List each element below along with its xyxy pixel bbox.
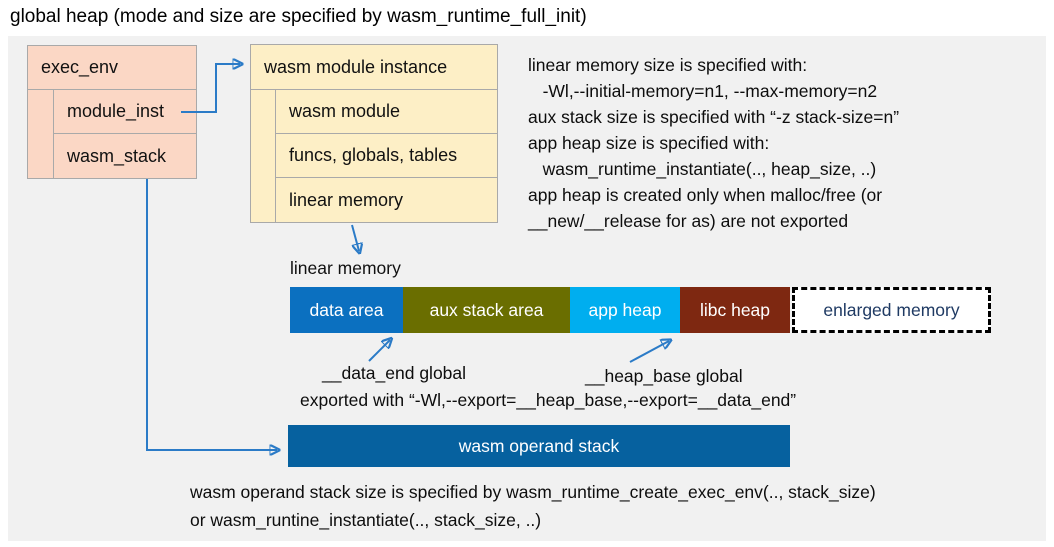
module-instance-rows: wasm module funcs, globals, tables linea… <box>275 90 497 222</box>
note-line: wasm_runtime_instantiate(.., heap_size, … <box>528 159 877 179</box>
segment-aux-stack-area: aux stack area <box>403 287 570 333</box>
note-line: app heap is created only when malloc/fre… <box>528 185 883 205</box>
diagram-title: global heap (mode and size are specified… <box>10 6 587 27</box>
data-end-global-label: __data_end global <box>322 363 467 383</box>
module-instance-header: wasm module instance <box>251 45 497 90</box>
linear-memory-label: linear memory <box>290 258 401 278</box>
segment-label: aux stack area <box>429 299 544 320</box>
wasm-operand-stack-bar: wasm operand stack <box>288 425 790 467</box>
module-instance-row-funcs-globals-tables: funcs, globals, tables <box>276 134 497 178</box>
note-line: or wasm_runtine_instantiate(.., stack_si… <box>190 510 542 530</box>
exported-with-label: exported with “-Wl,--export=__heap_base,… <box>300 390 797 410</box>
segment-label: enlarged memory <box>823 299 960 320</box>
exec-env-row-wasm-stack: wasm_stack <box>67 145 167 166</box>
linear-memory-bar: data area aux stack area app heap libc h… <box>290 287 991 333</box>
note-line: aux stack size is specified with “-z sta… <box>528 107 900 127</box>
segment-label: app heap <box>588 299 662 320</box>
exec-env-rows: module_inst wasm_stack <box>53 90 196 178</box>
note-line: -Wl,--initial-memory=n1, --max-memory=n2 <box>528 81 878 101</box>
segment-app-heap: app heap <box>570 287 680 333</box>
note-line: wasm operand stack size is specified by … <box>190 482 876 502</box>
heap-base-global-label: __heap_base global <box>585 366 743 386</box>
segment-enlarged-memory: enlarged memory <box>792 287 991 333</box>
memory-size-notes: linear memory size is specified with: -W… <box>528 52 899 234</box>
note-line: __new/__release for as) are not exported <box>528 211 849 231</box>
module-instance-row-linear-memory: linear memory <box>289 189 404 210</box>
exec-env-box: exec_env module_inst wasm_stack <box>27 45 197 179</box>
segment-libc-heap: libc heap <box>680 287 790 333</box>
note-line: linear memory size is specified with: <box>528 55 808 75</box>
operand-stack-label: wasm operand stack <box>458 435 620 456</box>
segment-label: libc heap <box>699 299 771 320</box>
module-instance-box: wasm module instance wasm module funcs, … <box>250 44 498 223</box>
module-instance-row-wasm-module: wasm module <box>276 90 497 134</box>
note-line: app heap size is specified with: <box>528 133 770 153</box>
exec-env-header: exec_env <box>28 46 196 90</box>
segment-label: data area <box>309 299 384 320</box>
segment-data-area: data area <box>290 287 403 333</box>
exec-env-row-module-inst: module_inst <box>54 90 196 134</box>
operand-stack-notes: wasm operand stack size is specified by … <box>190 478 876 534</box>
